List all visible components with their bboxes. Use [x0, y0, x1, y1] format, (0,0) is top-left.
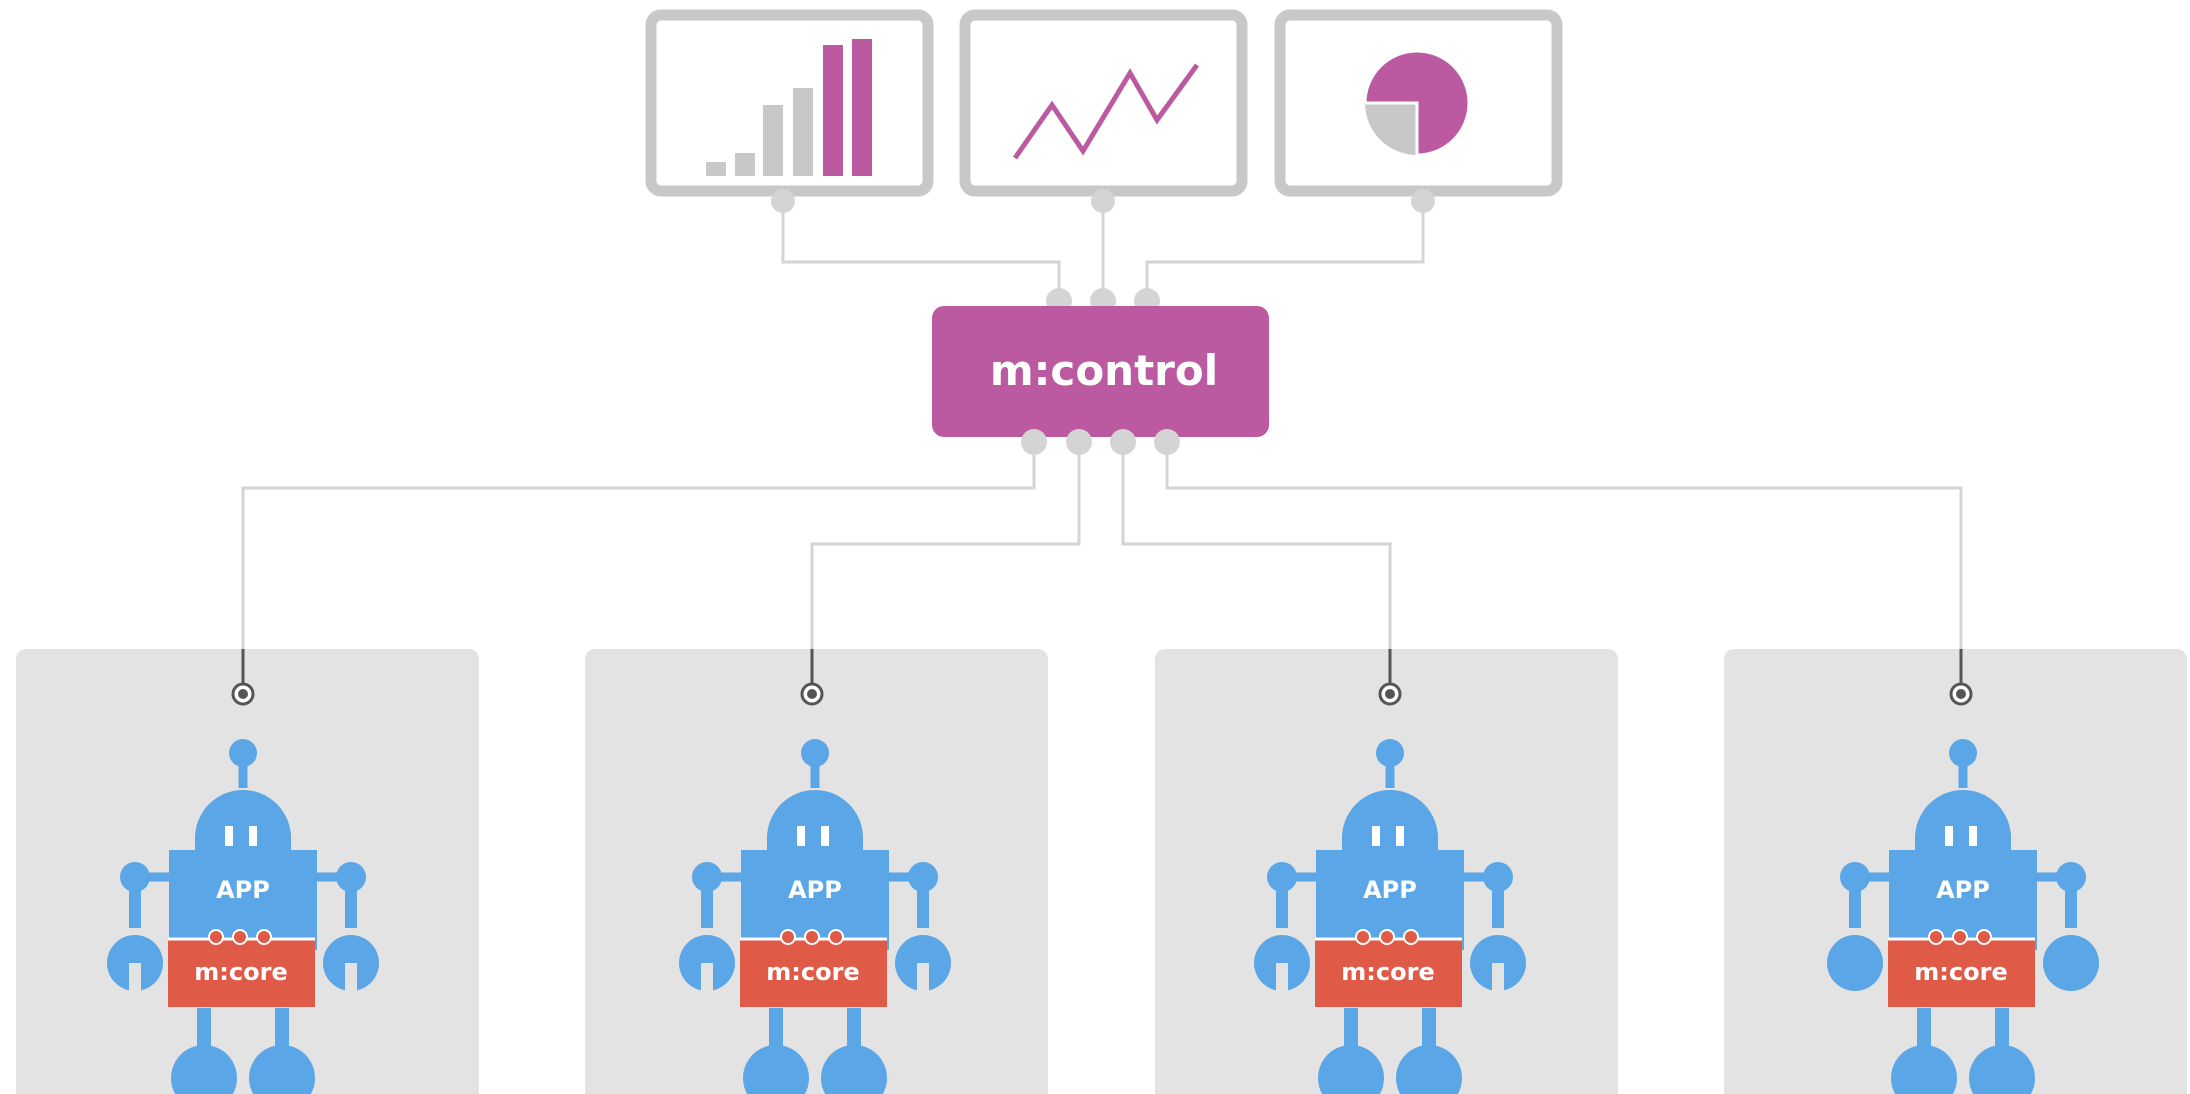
m-core-module: m:core — [1888, 929, 2035, 1007]
app-panel: APP m:core — [1724, 649, 2187, 1094]
m-control-label: m:control — [990, 346, 1218, 395]
m-core-module: m:core — [740, 929, 887, 1007]
pie-chart-icon — [1363, 49, 1471, 157]
m-core-label: m:core — [194, 958, 287, 986]
monitor-connectors — [781, 210, 1425, 300]
m-core-module: m:core — [1315, 929, 1462, 1007]
m-core-module: m:core — [168, 929, 315, 1007]
bar-chart-icon — [706, 39, 872, 176]
m-core-label: m:core — [1914, 958, 2007, 986]
app-panel: APP m:core — [16, 649, 479, 1094]
app-label: APP — [216, 876, 270, 904]
control-output-port — [1021, 429, 1047, 455]
control-output-port — [1066, 429, 1092, 455]
m-core-label: m:core — [1341, 958, 1434, 986]
m-control-box: m:control — [932, 306, 1269, 437]
monitor-line-chart — [959, 9, 1248, 213]
app-panel: APP m:core — [585, 649, 1048, 1094]
m-core-label: m:core — [766, 958, 859, 986]
control-output-port — [1110, 429, 1136, 455]
app-label: APP — [788, 876, 842, 904]
monitor-bar-chart — [645, 9, 934, 213]
app-panel: APP m:core — [1155, 649, 1618, 1094]
app-connectors — [241, 450, 1963, 650]
app-label: APP — [1936, 876, 1990, 904]
control-output-port — [1154, 429, 1180, 455]
app-label: APP — [1363, 876, 1417, 904]
line-chart-icon — [1012, 63, 1200, 160]
monitor-pie-chart — [1274, 9, 1563, 213]
